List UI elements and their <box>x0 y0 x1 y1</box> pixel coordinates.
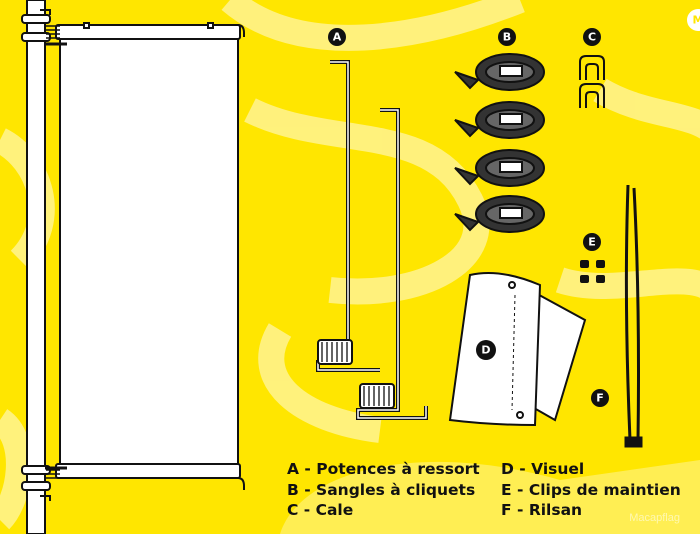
top-arm <box>55 24 241 40</box>
spring-arms <box>316 60 428 420</box>
legend-item-e: E - Clips de maintien <box>501 480 681 499</box>
ratchet-straps <box>454 53 545 233</box>
legend-left: A - Potences à ressort B - Sangles à cli… <box>287 459 480 521</box>
mounted-banner <box>21 0 245 534</box>
banner-sheet <box>59 37 239 465</box>
top-clamp <box>21 9 67 46</box>
bottom-clamp <box>21 465 67 501</box>
badge-b: B <box>503 31 511 44</box>
folded-banner <box>448 272 587 427</box>
brand-logo-icon: M <box>687 9 700 31</box>
legend-item-f: F - Rilsan <box>501 501 583 519</box>
badge-c: C <box>588 31 596 44</box>
legend-item-a: A - Potences à ressort <box>287 460 480 478</box>
wedges <box>579 55 605 108</box>
bottom-arm <box>55 463 241 479</box>
legend-item-d: D - Visuel <box>501 460 585 478</box>
legend-item-b: B - Sangles à cliquets <box>287 480 476 499</box>
badge-f: F <box>596 392 604 405</box>
letter-badges: A B C D E F <box>328 28 609 407</box>
badge-d: D <box>481 344 490 357</box>
badge-e: E <box>588 236 596 249</box>
background-swirl <box>280 460 700 534</box>
holding-clips <box>580 260 605 283</box>
badge-a: A <box>333 31 342 44</box>
brand-wordmark: Macapflag <box>629 512 680 524</box>
cable-ties <box>624 184 643 448</box>
legend-right: D - Visuel E - Clips de maintien F - Ril… <box>501 459 681 521</box>
svg-text:M: M <box>693 14 700 27</box>
legend-item-c: C - Cale <box>287 501 354 519</box>
pole <box>26 0 46 534</box>
